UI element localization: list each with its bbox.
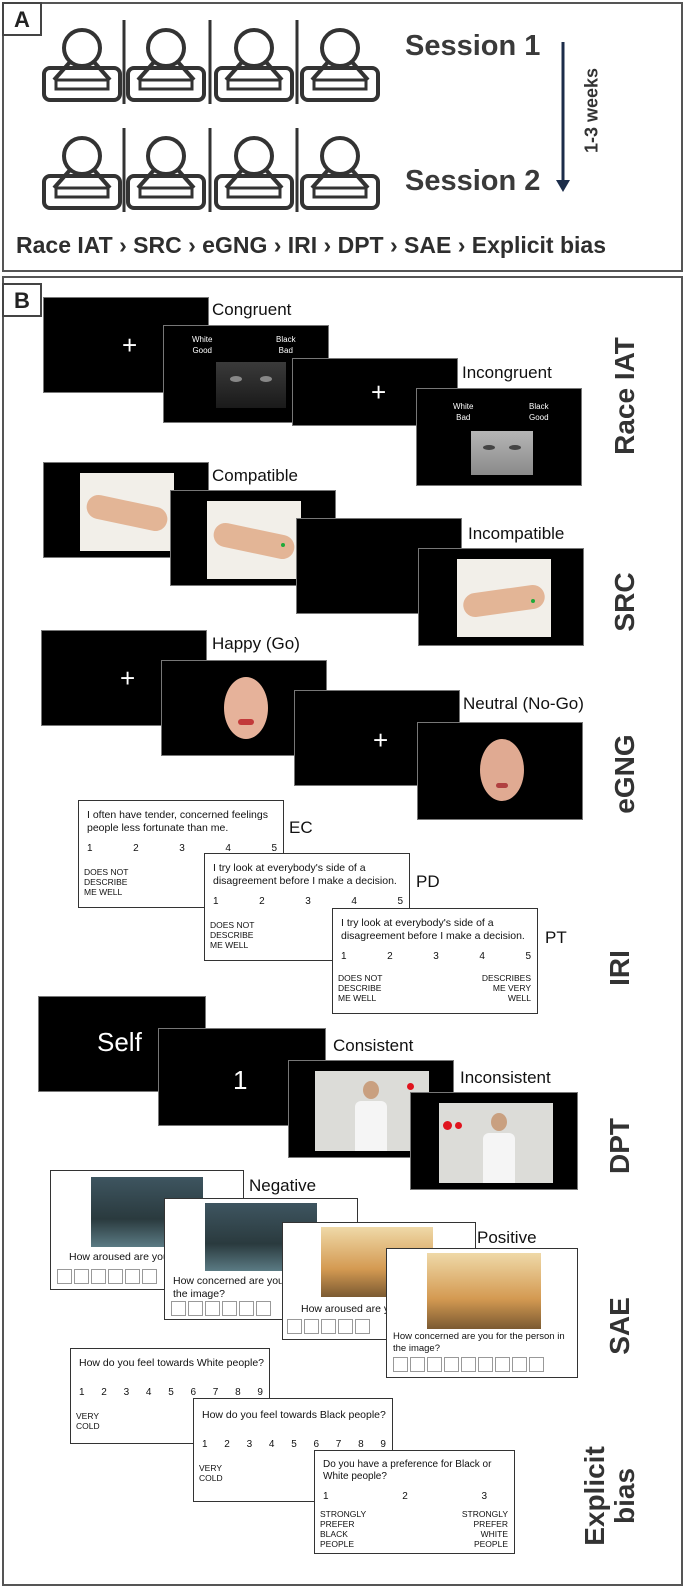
iri-question: I try look at everybody's side of a disa… bbox=[341, 917, 525, 942]
green-target-dot bbox=[531, 599, 535, 603]
face-oval bbox=[224, 677, 268, 739]
red-dot bbox=[407, 1083, 414, 1090]
egng-nogo-screen bbox=[417, 722, 583, 820]
red-dot bbox=[455, 1122, 462, 1129]
hand-photo bbox=[457, 559, 551, 637]
sae-question: How concerned are you for the person in … bbox=[393, 1331, 565, 1354]
sae-question: How concerned are you fo the image? bbox=[173, 1275, 296, 1300]
iat-right-category: Black Good bbox=[529, 402, 549, 422]
dpt-label: DPT bbox=[604, 1118, 635, 1174]
iri-low-anchor: DOES NOT DESCRIBE ME WELL bbox=[210, 920, 255, 950]
sae-question: How aroused are yo bbox=[301, 1303, 395, 1315]
interval-arrow bbox=[556, 42, 570, 192]
explicit-black-anchor: STRONGLY PREFER BLACK PEOPLE bbox=[320, 1509, 367, 1549]
race-iat-label: Race IAT bbox=[609, 337, 640, 455]
iat-congruent-label: Congruent bbox=[212, 300, 292, 319]
explicit-question: How do you feel towards Black people? bbox=[202, 1409, 386, 1421]
fixation-cross: + bbox=[371, 377, 387, 407]
iri-question: I often have tender, concerned feelings … bbox=[87, 809, 268, 834]
row1-icons bbox=[42, 20, 380, 104]
iri-pd-tag: PD bbox=[416, 872, 440, 891]
sae-negative-label: Negative bbox=[249, 1176, 317, 1195]
iri-low-anchor: DOES NOT DESCRIBE ME WELL bbox=[338, 973, 383, 1003]
iat-right-category: Black Bad bbox=[276, 335, 296, 355]
src-label: SRC bbox=[609, 572, 640, 632]
panel-a-letter: A bbox=[2, 2, 42, 36]
egng-nogo-label: Neutral (No-Go) bbox=[463, 694, 584, 713]
src-compatible-label: Compatible bbox=[212, 466, 298, 485]
sae-question: How aroused are you bbox=[69, 1251, 169, 1263]
dpt-inconsistent-label: Inconsistent bbox=[460, 1068, 551, 1087]
panel-b-frame bbox=[2, 276, 683, 1586]
egng-go-label: Happy (Go) bbox=[212, 634, 300, 653]
src-incompatible-label: Incompatible bbox=[468, 524, 565, 543]
iri-ec-tag: EC bbox=[289, 818, 313, 837]
explicit-question: How do you feel towards White people? bbox=[79, 1357, 265, 1369]
hand-photo bbox=[207, 501, 301, 579]
avatar-photo bbox=[439, 1103, 553, 1183]
iri-pt-card: I try look at everybody's side of a disa… bbox=[332, 908, 538, 1014]
sae-positive-concern-card: How concerned are you for the person in … bbox=[386, 1248, 578, 1378]
sam-scale bbox=[393, 1357, 544, 1372]
iat-incongruent-screen: White Bad Black Good bbox=[416, 388, 582, 486]
panel-a-frame bbox=[2, 2, 683, 272]
sae-positive-label: Positive bbox=[477, 1228, 537, 1247]
explicit-cold-anchor: VERY COLD bbox=[199, 1463, 223, 1483]
iat-left-category: White Bad bbox=[453, 402, 474, 422]
panel-b-letter: B bbox=[2, 283, 42, 317]
red-dot bbox=[443, 1121, 452, 1130]
explicit-cold-anchor: VERY COLD bbox=[76, 1411, 100, 1431]
explicit-bias-label: Explicit bias bbox=[579, 1446, 640, 1546]
dpt-consistent-label: Consistent bbox=[333, 1036, 414, 1055]
explicit-white-anchor: STRONGLY PREFER WHITE PEOPLE bbox=[461, 1509, 508, 1549]
sam-scale bbox=[171, 1301, 271, 1316]
participant-icons bbox=[42, 20, 570, 212]
interval-label: 1-3 weeks bbox=[581, 67, 602, 154]
hand-photo bbox=[80, 473, 174, 551]
task-sequence: Race IAT › SRC › eGNG › IRI › DPT › SAE … bbox=[16, 232, 606, 258]
iri-question: I try look at everybody's side of a disa… bbox=[213, 862, 397, 887]
fixation-cross: + bbox=[122, 330, 138, 360]
iri-low-anchor: DOES NOT DESCRIBE ME WELL bbox=[84, 867, 129, 897]
dpt-self-word: Self bbox=[97, 1027, 142, 1057]
dpt-number: 1 bbox=[233, 1065, 248, 1095]
face-oval bbox=[480, 739, 524, 801]
sunset-photo bbox=[427, 1253, 541, 1329]
iri-pt-tag: PT bbox=[545, 928, 567, 947]
sam-scale bbox=[287, 1319, 370, 1334]
egng-label: eGNG bbox=[609, 734, 640, 814]
row2-icons bbox=[42, 128, 380, 212]
iri-high-anchor: DESCRIBES ME VERY WELL bbox=[481, 973, 531, 1003]
sam-scale bbox=[57, 1269, 157, 1284]
green-target-dot bbox=[281, 543, 285, 547]
fixation-cross: + bbox=[373, 725, 389, 755]
session-2-label: Session 2 bbox=[405, 165, 541, 197]
iri-label: IRI bbox=[604, 950, 635, 986]
face-photo bbox=[471, 431, 533, 475]
session-1-label: Session 1 bbox=[405, 30, 541, 62]
sae-label: SAE bbox=[604, 1297, 635, 1355]
iat-incongruent-label: Incongruent bbox=[462, 363, 552, 382]
explicit-question: Do you have a preference for Black or Wh… bbox=[323, 1459, 492, 1482]
fixation-cross: + bbox=[120, 663, 136, 693]
src-incompatible-screen bbox=[418, 548, 584, 646]
dpt-inconsistent-screen bbox=[410, 1092, 578, 1190]
face-photo bbox=[216, 362, 286, 408]
explicit-preference-card: Do you have a preference for Black or Wh… bbox=[314, 1450, 515, 1554]
iat-left-category: White Good bbox=[192, 335, 213, 355]
